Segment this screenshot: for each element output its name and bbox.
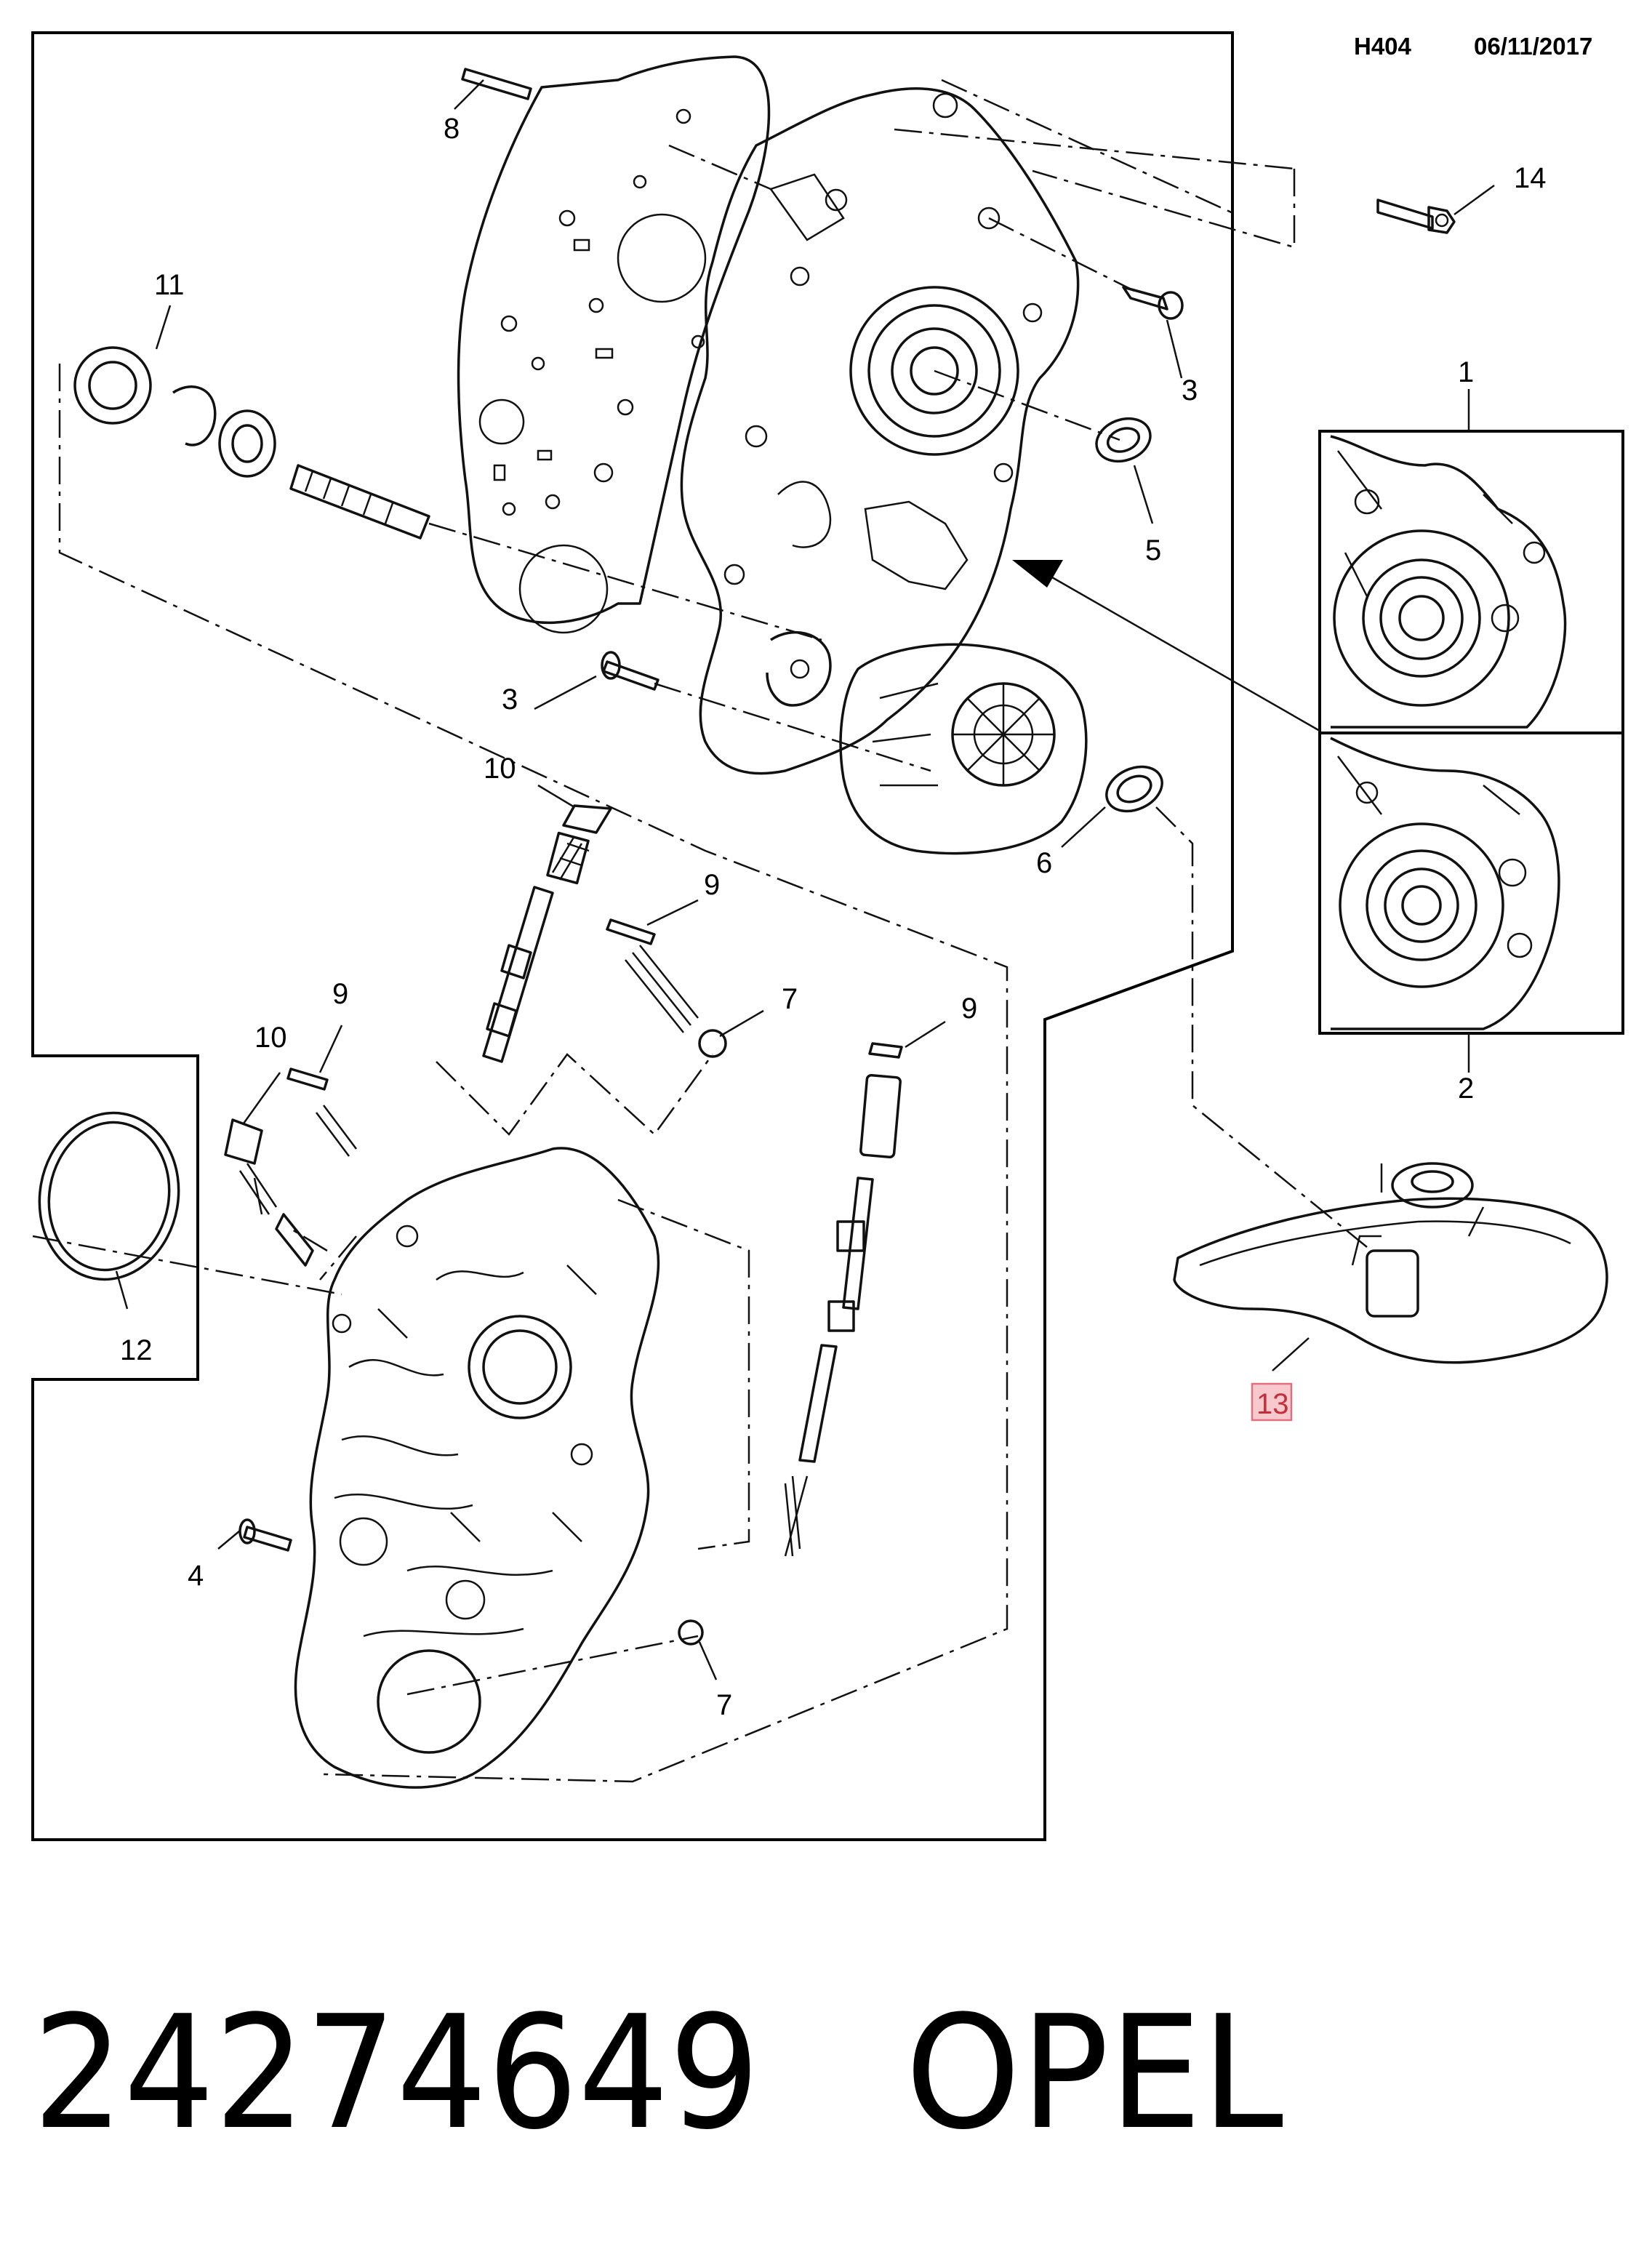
callout-14: 14 bbox=[1514, 162, 1547, 194]
callout-9-upper: 9 bbox=[704, 869, 720, 901]
separator-plate bbox=[457, 55, 771, 634]
callout-13: 13 bbox=[1256, 1388, 1289, 1420]
callout-7-upper: 7 bbox=[782, 983, 798, 1015]
pin-8 bbox=[461, 68, 532, 100]
bolt-3-lower bbox=[601, 651, 659, 691]
pump-body bbox=[839, 643, 1088, 855]
callout-1: 1 bbox=[1458, 356, 1474, 388]
valve-train-center bbox=[482, 804, 612, 1063]
callout-3-upper: 3 bbox=[1182, 374, 1198, 406]
shaft-assembly-11 bbox=[73, 346, 430, 540]
callout-10-left: 10 bbox=[254, 1022, 287, 1054]
callout-12: 12 bbox=[120, 1334, 153, 1366]
callout-3-lower: 3 bbox=[502, 684, 518, 716]
part-number: 24274649 bbox=[33, 1981, 760, 2164]
cover-segment bbox=[766, 630, 832, 707]
callout-13-highlight bbox=[1251, 1382, 1293, 1422]
callout-11: 11 bbox=[154, 269, 185, 301]
seal-6 bbox=[1105, 765, 1163, 813]
transmission-case bbox=[680, 87, 1080, 775]
leader-lines bbox=[115, 79, 1495, 1680]
callout-10-upper: 10 bbox=[484, 753, 516, 785]
filter-13 bbox=[1173, 1162, 1608, 1364]
callout-6: 6 bbox=[1036, 847, 1052, 879]
diagram-code: H404 bbox=[1354, 33, 1412, 60]
valve-train-left bbox=[224, 1067, 357, 1267]
brand-name: OPEL bbox=[905, 1981, 1283, 2164]
detail-arrow bbox=[1012, 560, 1320, 732]
detail-view-2 bbox=[1330, 737, 1560, 1030]
bolt-3-upper bbox=[1122, 286, 1184, 320]
detail-inset bbox=[1318, 430, 1624, 1035]
callout-8: 8 bbox=[444, 113, 460, 145]
callout-4: 4 bbox=[188, 1560, 204, 1592]
o-ring-12 bbox=[38, 1111, 180, 1281]
assembly-lines bbox=[32, 79, 1368, 1783]
valve-train-right bbox=[784, 1042, 903, 1557]
main-frame bbox=[31, 31, 1234, 1841]
callout-9-left: 9 bbox=[332, 978, 348, 1010]
diagram-date: 06/11/2017 bbox=[1474, 33, 1592, 60]
callout-7-lower: 7 bbox=[716, 1689, 732, 1721]
bolt-4 bbox=[238, 1518, 292, 1552]
callout-9-right: 9 bbox=[961, 993, 977, 1025]
valve-body bbox=[294, 1147, 660, 1789]
bolt-14 bbox=[1376, 199, 1456, 234]
callout-5: 5 bbox=[1145, 534, 1161, 566]
seal-5 bbox=[1095, 417, 1152, 463]
spring-7-upper bbox=[606, 918, 727, 1058]
ball-7-lower bbox=[678, 1619, 704, 1646]
callout-2: 2 bbox=[1458, 1073, 1474, 1105]
detail-view-1 bbox=[1330, 435, 1567, 729]
callout-labels: 1 2 3 3 4 5 6 7 7 8 9 9 9 10 10 11 12 13… bbox=[120, 113, 1547, 1721]
